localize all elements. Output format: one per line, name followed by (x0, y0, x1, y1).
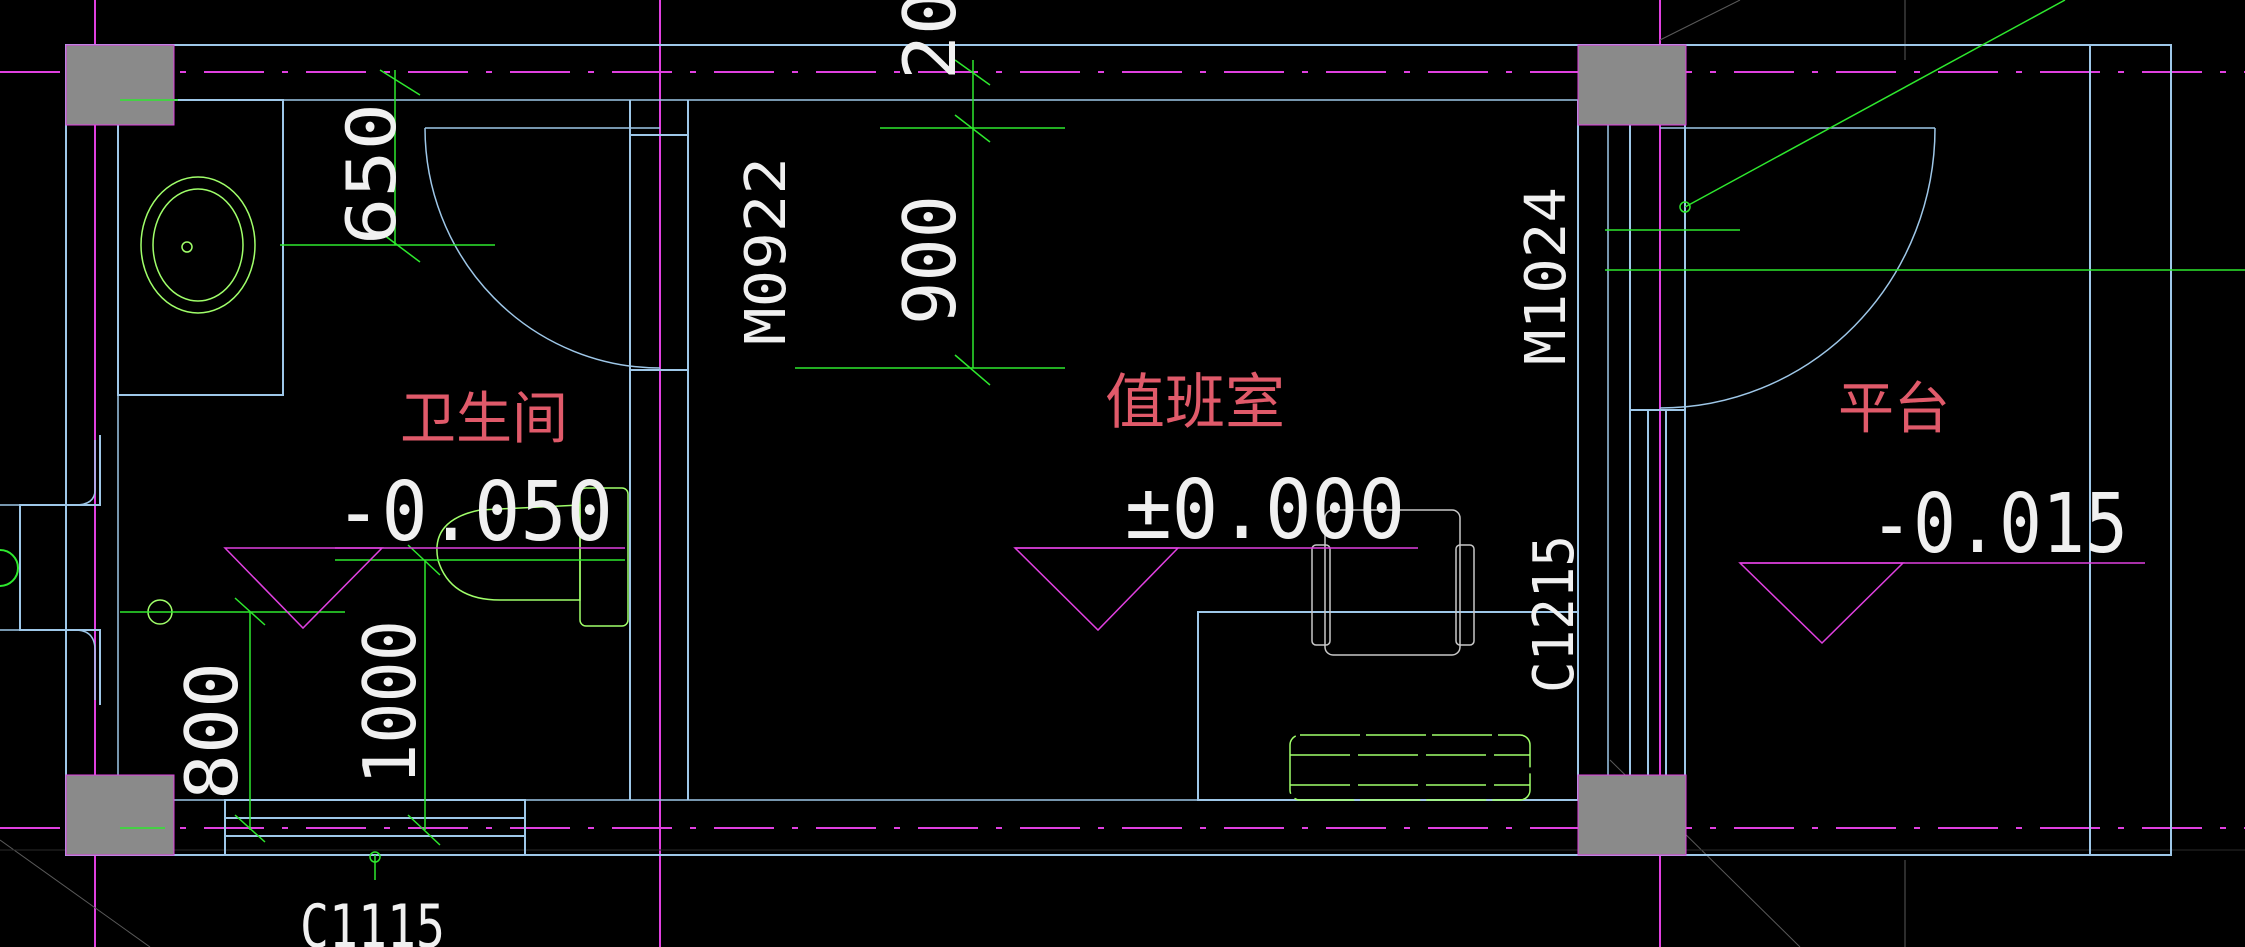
wall-opening (19, 435, 101, 705)
column (65, 44, 175, 126)
dim-tick (407, 814, 441, 846)
elevation-toilet: -0.050 (335, 465, 613, 560)
pipe-outline (0, 629, 96, 700)
dimension-1000: 1000 (348, 620, 432, 785)
dim-tick (234, 597, 266, 626)
room-labels: 卫生间 值班室 平台 (400, 368, 1950, 452)
dim-tick (954, 114, 991, 143)
bed (1289, 734, 1531, 801)
elevation-duty-room: ±0.000 (1125, 463, 1405, 558)
dim-tick (234, 814, 266, 843)
column (1577, 44, 1687, 126)
doors (424, 127, 1936, 409)
elevation-triangle (1738, 562, 1905, 645)
leader-dot (1679, 201, 1691, 213)
leader-line (1684, 0, 2066, 208)
door-code-m0922: M0922 (734, 157, 799, 345)
dimension-values: 650 900 1000 800 20 (170, 0, 972, 800)
columns (65, 44, 1687, 856)
outer-wall (65, 44, 2172, 856)
chair-arm (1455, 544, 1475, 646)
wash-basin-inner (152, 188, 244, 302)
elevation-triangle (1013, 547, 1180, 632)
dim-tick (407, 544, 441, 576)
dim-tick (379, 231, 421, 263)
chair-seat (1324, 509, 1461, 656)
leader-dot (369, 851, 381, 863)
diagonal-line (1659, 0, 1741, 41)
dimension-lines (120, 0, 2245, 880)
room-label-duty-room: 值班室 (1105, 368, 1285, 438)
elevation-platform: -0.015 (1870, 477, 2128, 572)
elevation-values: -0.050 ±0.000 -0.015 (335, 463, 2128, 572)
basin-drain (181, 241, 193, 253)
window-code-c1115: C1115 (300, 892, 445, 947)
dimension-650: 650 (333, 103, 412, 245)
diagonal-line (0, 839, 151, 947)
door-code-m1024: M1024 (1514, 187, 1579, 365)
basin-counter (117, 99, 284, 396)
pipe-symbol (0, 549, 19, 587)
chair (1311, 509, 1475, 656)
wash-basin (140, 176, 256, 314)
pipe-outline (0, 440, 96, 506)
dimension-800: 800 (170, 662, 254, 800)
column (65, 774, 175, 856)
elevation-markers (223, 547, 2145, 645)
dim-tick (954, 59, 991, 86)
room-label-platform: 平台 (1838, 377, 1950, 442)
dim-tick (954, 354, 991, 386)
dim-tick (379, 69, 421, 96)
opening-codes: M0922 M1024 C1215 C1115 (300, 157, 1587, 947)
window-code-c1215: C1215 (1522, 535, 1587, 693)
dimension-20: 20 (888, 0, 972, 80)
inner-wall (117, 99, 1609, 801)
chair-arm (1311, 544, 1331, 646)
room-label-toilet: 卫生间 (400, 387, 568, 452)
door-swing-arc (424, 127, 661, 369)
dimension-900: 900 (888, 195, 972, 325)
column (1577, 774, 1687, 856)
elevation-triangle (223, 547, 384, 630)
door-swing-arc (1659, 127, 1936, 409)
